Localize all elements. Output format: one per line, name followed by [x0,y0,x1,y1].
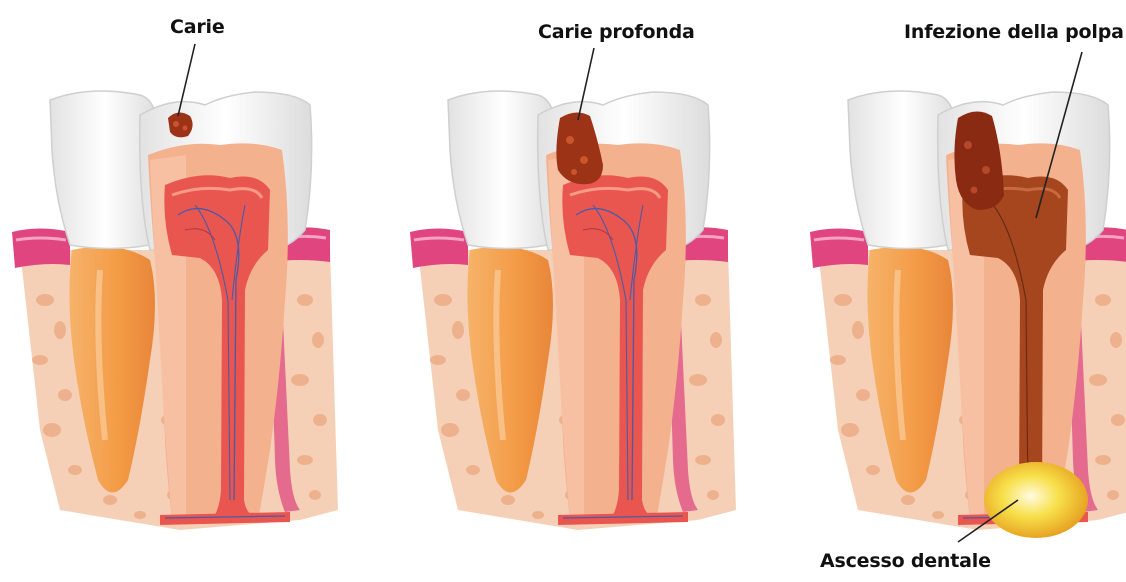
pulp-infection-label: Infezione della polpa [904,21,1124,43]
deep-caries-label: Carie profonda [538,21,695,43]
caries-spot [168,112,193,137]
abscess-bubble [984,462,1088,538]
tooth-deep-caries-illustration [410,48,736,530]
caries-label: Carie [170,16,225,38]
tooth-caries-illustration [12,44,338,530]
abscess-label: Ascesso dentale [820,550,991,572]
tooth-pulp-infection-illustration [810,52,1126,542]
